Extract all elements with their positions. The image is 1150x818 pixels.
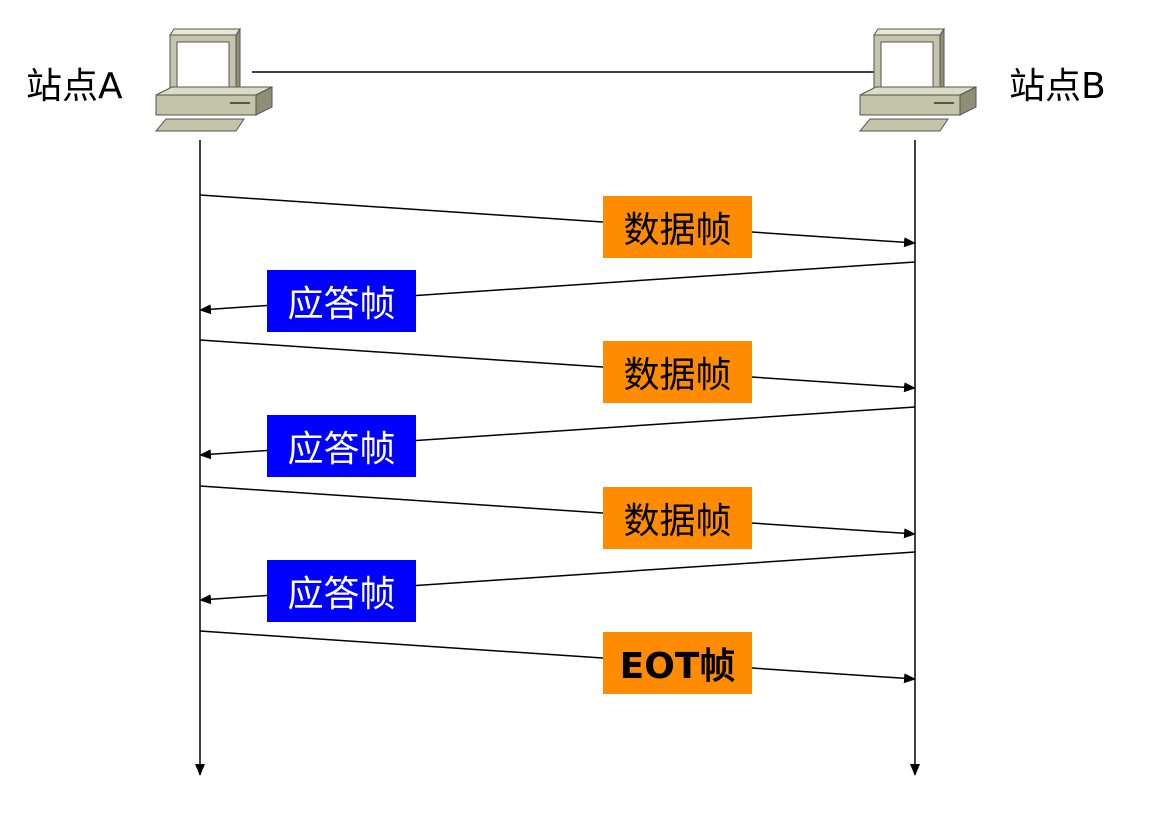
data-frame-label: EOT帧 xyxy=(603,632,752,694)
data-frame-label: 数据帧 xyxy=(603,196,752,258)
data-frame-arrow xyxy=(199,630,916,684)
computer-icon xyxy=(859,28,977,132)
computer-icon xyxy=(155,28,273,132)
data-frame-arrow xyxy=(199,339,916,393)
data-frame-label: 数据帧 xyxy=(603,341,752,403)
ack-frame-label: 应答帧 xyxy=(267,560,416,622)
ack-frame-label: 应答帧 xyxy=(267,415,416,477)
ack-frame-label: 应答帧 xyxy=(267,270,416,332)
station-a-label: 站点A xyxy=(26,66,123,107)
data-frame-label: 数据帧 xyxy=(603,487,752,549)
data-frame-arrow xyxy=(199,485,916,539)
station-b-label: 站点B xyxy=(1009,66,1106,107)
data-frame-arrow xyxy=(199,194,916,248)
